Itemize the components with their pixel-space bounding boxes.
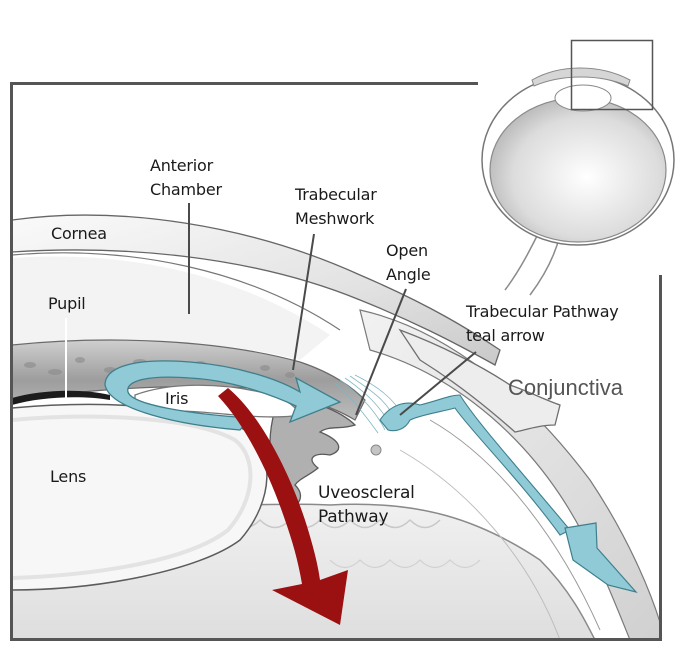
leader-lines <box>65 203 477 416</box>
inset-eye <box>478 39 683 296</box>
inset-globe <box>489 97 667 243</box>
label-anterior-chamber-line2: Chamber <box>150 180 222 199</box>
label-pupil: Pupil <box>48 294 86 313</box>
trabecular-arrow-outflow <box>379 394 571 536</box>
uveoscleral-arrow <box>218 388 348 625</box>
label-anterior-chamber-line1: Anterior <box>150 156 213 175</box>
label-conjunctiva: Conjunctiva <box>508 375 623 400</box>
label-open-angle-line1: Open <box>386 241 428 260</box>
inset-cornea <box>531 67 631 87</box>
sclera-inner-line-2 <box>399 449 561 639</box>
ciliary-scallops-2 <box>329 559 481 569</box>
anterior-chamber <box>12 256 330 360</box>
label-uveoscleral-pathway-line2: Pathway <box>318 507 389 527</box>
inset-lens <box>554 84 612 112</box>
iris-band <box>12 339 366 421</box>
inset-highlight-box <box>570 39 654 111</box>
label-cornea: Cornea <box>51 224 107 243</box>
cornea <box>12 214 501 366</box>
leader-trabecular-pathway <box>399 351 477 416</box>
label-trabecular-pathway-line1: Trabecular Pathway <box>466 302 619 321</box>
label-uveoscleral-pathway-line1: Uveoscleral <box>318 483 415 503</box>
trabecular-arrow <box>104 360 342 431</box>
label-anterior-chamber: Anterior Chamber <box>150 154 222 202</box>
leader-trabecular-meshwork <box>292 233 315 371</box>
label-open-angle-line2: Angle <box>386 265 431 284</box>
trabecular-arrow-head <box>564 522 638 594</box>
label-open-angle: Open Angle <box>386 239 431 287</box>
lens-inner-ring <box>12 414 253 580</box>
sclera-inner-line <box>429 419 601 631</box>
label-trabecular-pathway: Trabecular Pathway teal arrow <box>466 300 619 348</box>
conjunctiva <box>398 328 561 433</box>
leader-open-angle <box>355 288 407 416</box>
pupil-edge <box>12 390 110 405</box>
label-trabecular-pathway-line2: teal arrow <box>466 326 545 345</box>
diagram-frame <box>10 82 662 641</box>
label-lens: Lens <box>50 467 87 486</box>
label-trabecular-meshwork-line1: Trabecular <box>295 185 377 204</box>
label-trabecular-meshwork-line2: Meshwork <box>295 209 375 228</box>
label-iris: Iris <box>165 389 189 408</box>
schlemm-canal <box>370 444 382 456</box>
label-trabecular-meshwork: Trabecular Meshwork <box>295 183 377 231</box>
label-uveoscleral-pathway: Uveoscleral Pathway <box>318 481 415 529</box>
